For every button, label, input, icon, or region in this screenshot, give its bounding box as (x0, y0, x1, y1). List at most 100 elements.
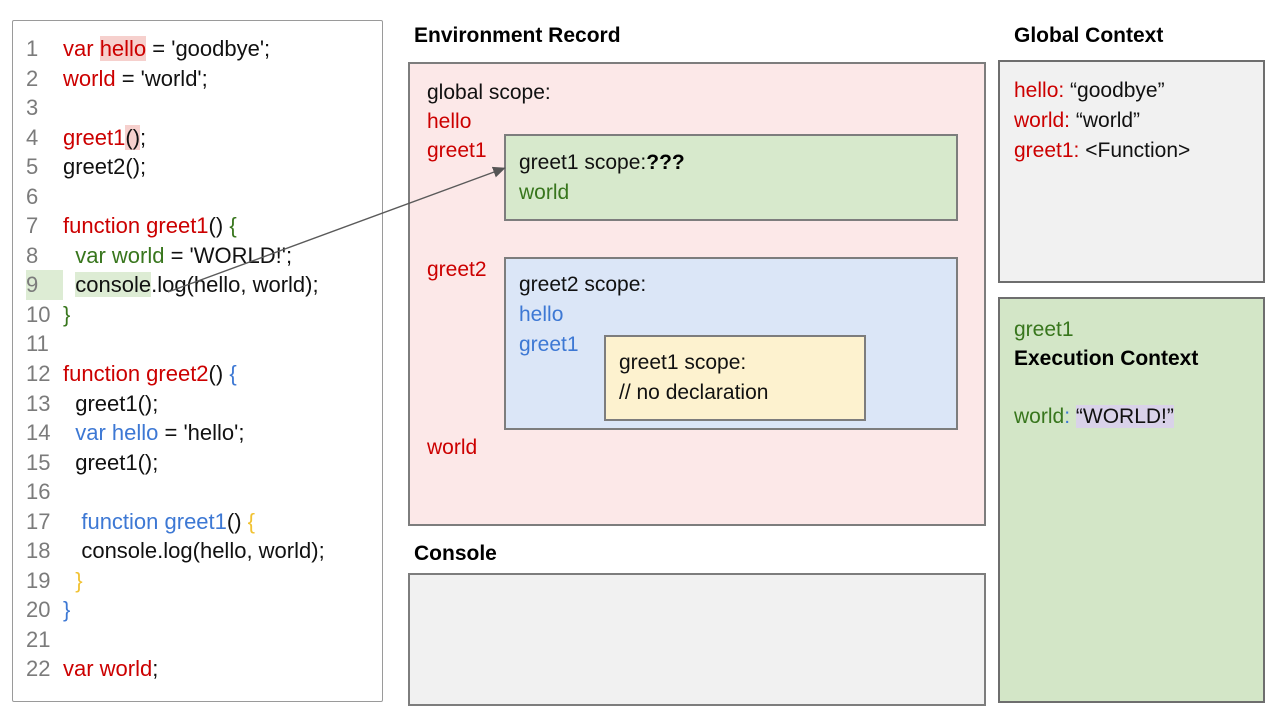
code-line: 8 var world = 'WORLD!'; (26, 241, 382, 271)
global-var-world: world (427, 436, 478, 459)
code-segment: hello (99, 36, 147, 61)
code-segment: greet1(); (63, 390, 159, 416)
code-segment: { (247, 508, 256, 534)
code-segment: var hello (75, 420, 159, 446)
line-number: 9 (26, 270, 63, 300)
line-number: 14 (26, 420, 51, 446)
code-segment: () (226, 508, 248, 534)
line-number: 22 (26, 656, 51, 682)
code-line: 16 (26, 477, 382, 507)
code-segment: } (63, 597, 71, 623)
line-number: 5 (26, 154, 39, 180)
line-number: 19 (26, 567, 51, 593)
greet1-scope-var-world: world (519, 181, 570, 204)
execution-context-title: Execution Context (1014, 347, 1199, 370)
code-segment: function greet1 (81, 508, 227, 534)
global-var-greet2: greet2 (427, 258, 487, 281)
code-line: 19 } (26, 566, 382, 596)
code-segment: world (63, 65, 116, 91)
code-segment: () (125, 124, 141, 150)
code-segment (63, 509, 81, 534)
console-output-box (408, 573, 986, 706)
greet2-scope-label: greet2 scope: (519, 273, 647, 296)
code-line: 12 function greet2() { (26, 359, 382, 389)
line-number: 12 (26, 361, 51, 387)
greet2-scope-var-hello: hello (519, 303, 564, 326)
global-context-row: greet1: <Function> (1014, 139, 1191, 162)
inner-greet1-scope-box: greet1 scope: // no declaration (604, 335, 866, 421)
code-segment: function greet2 (63, 361, 209, 387)
greet2-scope-box: greet2 scope: hello greet1 greet1 scope:… (504, 257, 958, 430)
code-segment: ; (140, 124, 147, 150)
code-line: 13 greet1(); (26, 389, 382, 419)
code-line: 18 console.log(hello, world); (26, 536, 382, 566)
execution-context-fn-name: greet1 (1014, 318, 1074, 341)
code-segment: } (63, 301, 71, 327)
code-segment: = 'hello'; (158, 420, 245, 446)
global-context-box: hello: “goodbye” world: “world” greet1: … (998, 60, 1265, 283)
code-segment: function greet1 (63, 213, 209, 239)
line-number: 6 (26, 183, 39, 209)
code-segment (63, 420, 75, 445)
code-line: 6 (26, 182, 382, 212)
code-segment: greet1(); (63, 449, 159, 475)
environment-record-title: Environment Record (414, 24, 621, 47)
global-scope-box: global scope: hello greet1 greet2 world … (408, 62, 986, 526)
code-segment: console (75, 272, 152, 298)
code-line: 14 var hello = 'hello'; (26, 418, 382, 448)
line-number: 11 (26, 331, 49, 357)
line-number: 15 (26, 449, 51, 475)
greet1-scope-box: greet1 scope:??? world (504, 134, 958, 221)
line-number: 7 (26, 213, 39, 239)
code-segment: greet2(); (63, 154, 147, 180)
execution-context-var-row: world: “WORLD!” (1014, 405, 1174, 428)
spacer (1014, 373, 1263, 402)
code-line: 5 greet2(); (26, 152, 382, 182)
line-number: 8 (26, 242, 39, 268)
code-segment: () (208, 361, 230, 387)
line-number: 18 (26, 538, 51, 564)
line-number: 3 (26, 95, 39, 121)
code-segment: var world (75, 242, 165, 268)
inner-greet1-scope-label: greet1 scope: (619, 351, 747, 374)
execution-context-box: greet1 Execution Context world: “WORLD!” (998, 297, 1265, 703)
code-segment (63, 272, 75, 297)
code-line: 9 console.log(hello, world); (26, 270, 382, 300)
code-line: 15 greet1(); (26, 448, 382, 478)
line-number: 4 (26, 124, 39, 150)
global-var-hello: hello (427, 110, 472, 133)
question-marks: ??? (646, 151, 685, 174)
code-line: 20} (26, 595, 382, 625)
code-segment: () (208, 213, 230, 239)
line-number: 10 (26, 301, 51, 327)
world-value-highlight: “WORLD!” (1075, 405, 1174, 428)
code-line: 17 function greet1() { (26, 507, 382, 537)
code-segment: .log(hello, world); (151, 272, 319, 298)
code-line: 21 (26, 625, 382, 655)
line-number: 20 (26, 597, 51, 623)
code-segment (63, 243, 75, 268)
global-context-row: hello: “goodbye” (1014, 79, 1165, 102)
line-number: 13 (26, 390, 51, 416)
global-context-row: world: “world” (1014, 109, 1141, 132)
code-segment: } (63, 567, 83, 593)
console-title: Console (414, 542, 497, 565)
code-segment: var world (63, 656, 153, 682)
line-number: 1 (26, 36, 39, 61)
code-segment: { (229, 213, 237, 239)
global-scope-label: global scope: (427, 81, 551, 104)
code-segment: console.log(hello, world); (63, 538, 325, 564)
global-var-greet1: greet1 (427, 139, 487, 162)
no-declaration-comment: // no declaration (619, 381, 769, 404)
line-number: 16 (26, 479, 51, 505)
code-line: 11 (26, 329, 382, 359)
code-segment: { (229, 361, 237, 387)
code-line: 3 (26, 93, 382, 123)
code-segment: var (63, 36, 100, 61)
code-segment: = 'WORLD!'; (164, 242, 293, 268)
